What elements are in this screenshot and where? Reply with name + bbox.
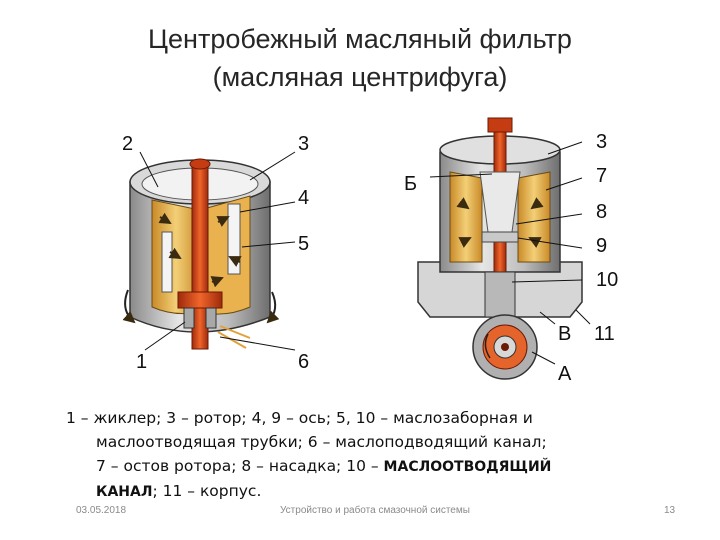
label-4: 4 (298, 187, 309, 209)
label-10: 10 (596, 269, 618, 291)
label-a: А (558, 363, 572, 385)
label-8: 8 (596, 201, 607, 223)
caption-line-3-caps: МАСЛООТВОДЯЩИЙ (383, 459, 552, 475)
label-9: 9 (596, 235, 607, 257)
footer-subtitle: Устройство и работа смазочной системы (280, 505, 470, 516)
label-2: 2 (122, 133, 133, 155)
legend-caption: 1 – жиклер; 3 – ротор; 4, 9 – ось; 5, 10… (66, 406, 666, 504)
caption-line-4-text: ; 11 – корпус. (152, 482, 262, 500)
label-1: 1 (136, 351, 147, 373)
caption-line-1: 1 – жиклер; 3 – ротор; 4, 9 – ось; 5, 10… (66, 409, 533, 427)
caption-line-4: КАНАЛ; 11 – корпус. (66, 479, 666, 504)
label-v: В (558, 323, 571, 345)
left-rotor-cutaway (122, 151, 296, 351)
caption-line-2: маслоотводящая трубки; 6 – маслоподводящ… (96, 433, 547, 451)
title-line-1: Центробежный масляный фильтр (148, 24, 572, 54)
label-b: Б (404, 173, 417, 195)
right-centrifuge-section (417, 117, 591, 380)
title-line-2: (масляная центрифуга) (212, 62, 508, 92)
label-6: 6 (298, 351, 309, 373)
caption-line-4-caps: КАНАЛ (96, 484, 153, 500)
label-5: 5 (298, 233, 309, 255)
label-3-left: 3 (298, 133, 309, 155)
footer-date: 03.05.2018 (76, 505, 127, 516)
centrifuge-illustration: 2 3 4 5 1 6 (100, 112, 640, 392)
label-11: 11 (594, 323, 615, 345)
slide-title: Центробежный масляный фильтр (масляная ц… (60, 20, 660, 96)
page-number: 13 (664, 505, 676, 516)
label-3-right: 3 (596, 131, 607, 153)
caption-line-3: 7 – остов ротора; 8 – насадка; 10 – МАСЛ… (66, 454, 666, 479)
centrifuge-drawing: 2 3 4 5 1 6 (122, 117, 618, 385)
label-7: 7 (596, 165, 607, 187)
caption-line-3-text: 7 – остов ротора; 8 – насадка; 10 – (96, 457, 384, 475)
